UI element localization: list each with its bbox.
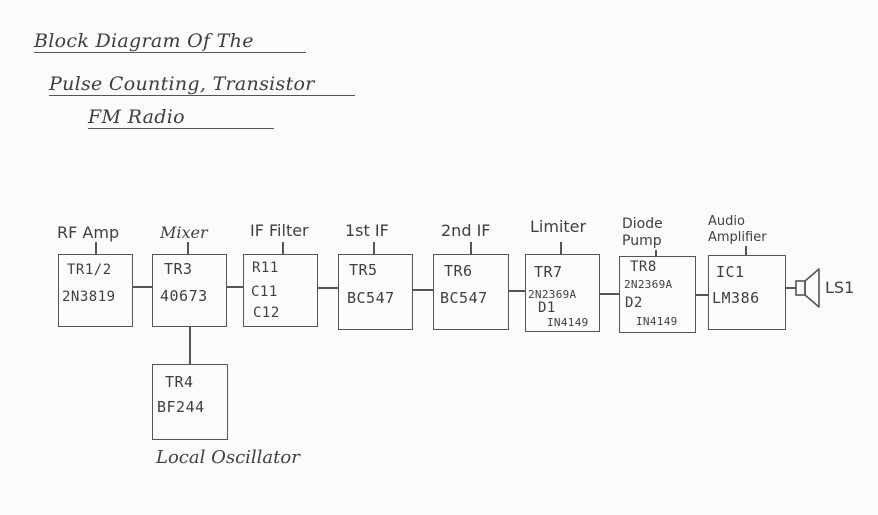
limiter-transistor-ref: TR7 [534, 263, 563, 281]
block-audio-amp [708, 255, 786, 330]
label-tick-audio-amp [745, 246, 747, 255]
label-tick-if-filter [282, 242, 284, 254]
oscillator-part-number: BF244 [157, 398, 205, 416]
block-diode-pump [619, 256, 696, 333]
audio-amp-part-number: LM386 [712, 289, 760, 307]
stage-label-diode-pump: Diode Pump [622, 216, 663, 249]
wire-pump-to-audio [696, 294, 708, 296]
limiter-part-number: 2N2369A [528, 288, 577, 301]
wire-2nd-if-to-limiter [509, 290, 525, 292]
audio-amp-ic-ref: IC1 [716, 263, 745, 281]
stage-label-rf-amp: RF Amp [57, 223, 120, 242]
wire-mixer-to-oscillator [189, 327, 191, 364]
block-if-filter [243, 254, 318, 327]
stage-label-mixer: Mixer [160, 223, 208, 242]
oscillator-label: Local Oscillator [156, 447, 300, 468]
wire-1st-if-to-2nd-if [413, 289, 433, 291]
block-1st-if [338, 254, 413, 330]
limiter-diode-part: IN4149 [547, 316, 589, 329]
if-filter-capacitor-1: C11 [251, 284, 278, 300]
title-line-3: FM Radio [88, 106, 274, 129]
mixer-part-number: 40673 [160, 287, 208, 305]
label-tick-2nd-if [470, 242, 472, 254]
stage-label-audio-amp: Audio Amplifier [708, 214, 767, 245]
title-line-2: Pulse Counting, Transistor [49, 73, 355, 96]
label-tick-rf-amp [95, 242, 97, 254]
wire-mixer-to-filter [227, 286, 243, 288]
speaker-label: LS1 [825, 278, 855, 297]
stage-label-if-filter: IF Filter [250, 221, 309, 240]
wire-filter-to-1st-if [318, 287, 338, 289]
label-tick-1st-if [373, 242, 375, 254]
block-rf-amp [58, 254, 133, 327]
pump-transistor-ref: TR8 [630, 259, 657, 275]
wire-limiter-to-pump [600, 293, 619, 295]
pump-diode-part: IN4149 [636, 315, 678, 328]
2nd-if-transistor-ref: TR6 [444, 262, 473, 280]
wire-audio-to-speaker [786, 287, 796, 289]
stage-label-1st-if: 1st IF [345, 221, 389, 240]
1st-if-transistor-ref: TR5 [349, 261, 378, 279]
block-mixer [152, 254, 227, 327]
rf-amp-part-number: 2N3819 [62, 289, 116, 305]
block-2nd-if [433, 254, 509, 330]
if-filter-capacitor-2: C12 [253, 305, 280, 321]
oscillator-transistor-ref: TR4 [165, 373, 194, 391]
label-tick-mixer [187, 242, 189, 254]
title-line-1: Block Diagram Of The [34, 30, 306, 53]
block-local-oscillator [152, 364, 228, 440]
2nd-if-part-number: BC547 [440, 289, 488, 307]
mixer-transistor-ref: TR3 [164, 260, 193, 278]
stage-label-limiter: Limiter [530, 217, 587, 236]
label-tick-limiter [560, 242, 562, 254]
1st-if-part-number: BC547 [347, 289, 395, 307]
stage-label-2nd-if: 2nd IF [441, 221, 491, 240]
label-tick-diode-pump [655, 250, 657, 256]
limiter-diode-ref: D1 [538, 300, 556, 316]
block-limiter [525, 254, 600, 332]
if-filter-resistor: R11 [252, 260, 279, 276]
wire-rf-to-mixer [133, 286, 152, 288]
rf-amp-transistor-ref: TR1/2 [67, 262, 112, 278]
pump-part-number: 2N2369A [624, 278, 673, 291]
speaker-icon [795, 268, 820, 308]
pump-diode-ref: D2 [625, 295, 643, 311]
